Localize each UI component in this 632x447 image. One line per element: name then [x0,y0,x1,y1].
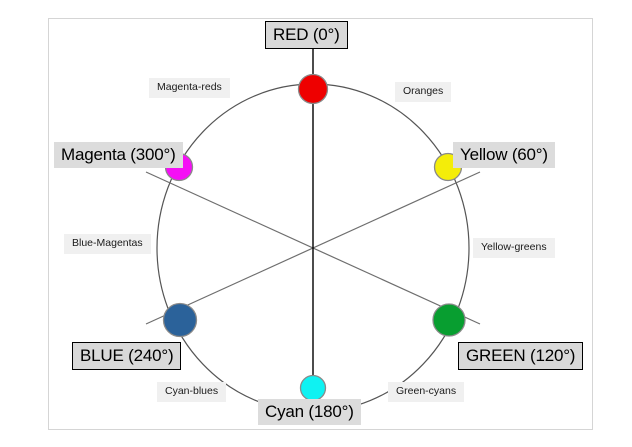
hue-node-blue[interactable] [162,302,198,338]
hue-range-label-green-cyans[interactable]: Green-cyans [388,382,465,402]
hue-label-yellow[interactable]: Yellow (60°) [453,142,555,168]
hue-range-label-cyan-blues[interactable]: Cyan-blues [157,382,227,402]
hue-range-label-oranges[interactable]: Oranges [395,82,452,102]
hue-range-label-blue-magentas[interactable]: Blue-Magentas [64,234,151,254]
hue-node-green[interactable] [432,303,466,337]
hue-range-label-yellow-greens[interactable]: Yellow-greens [473,238,555,258]
hue-label-green[interactable]: GREEN (120°) [458,342,584,370]
hue-label-red[interactable]: RED (0°) [265,21,348,49]
hue-range-label-magenta-reds[interactable]: Magenta-reds [149,78,230,98]
hue-label-magenta[interactable]: Magenta (300°) [54,142,183,168]
hue-node-cyan[interactable] [299,374,327,402]
hue-label-blue[interactable]: BLUE (240°) [72,342,182,370]
hue-node-red[interactable] [297,73,329,105]
hue-label-cyan[interactable]: Cyan (180°) [258,399,361,425]
